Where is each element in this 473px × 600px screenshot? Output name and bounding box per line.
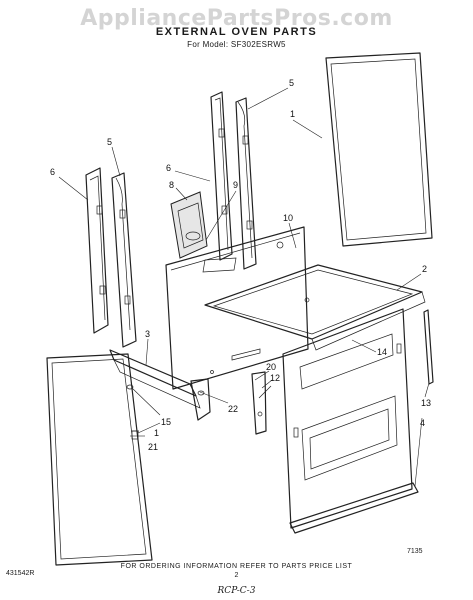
latch-bracket xyxy=(251,371,272,435)
callout-labels: 1 2 3 4 5 5 6 6 8 9 10 12 13 14 15 20 21… xyxy=(50,78,431,452)
small-hardware xyxy=(126,384,139,440)
front-frame xyxy=(282,308,413,529)
callout-15: 15 xyxy=(161,417,171,427)
callout-6-left: 6 xyxy=(50,167,55,177)
center-support xyxy=(190,378,211,421)
callout-3: 3 xyxy=(145,329,150,339)
callout-21: 21 xyxy=(148,442,158,452)
figure-code: 7135 xyxy=(407,548,423,555)
gasket-frame-lower xyxy=(46,353,153,566)
model-label: For Model: SF302ESRW5 xyxy=(187,40,286,49)
callout-13: 13 xyxy=(421,398,431,408)
watermark: AppliancePartsPros.com xyxy=(80,6,393,31)
callout-5-right: 5 xyxy=(289,78,294,88)
callout-10: 10 xyxy=(283,213,293,223)
document-code: 431542R xyxy=(6,570,35,577)
callout-6-right: 6 xyxy=(166,163,171,173)
callout-1-lower: 1 xyxy=(154,428,159,438)
callout-12: 12 xyxy=(270,373,280,383)
oven-bottom xyxy=(204,264,426,351)
callout-5-left: 5 xyxy=(107,137,112,147)
right-side-rail xyxy=(210,91,257,270)
left-side-rail xyxy=(85,167,137,348)
rear-panel xyxy=(165,226,309,390)
bracket-part xyxy=(170,191,237,273)
callout-14: 14 xyxy=(377,347,387,357)
callout-20: 20 xyxy=(266,362,276,372)
callout-2: 2 xyxy=(422,264,427,274)
bottom-rail xyxy=(109,349,201,409)
diagram-title: EXTERNAL OVEN PARTS xyxy=(155,26,318,38)
callout-9: 9 xyxy=(233,180,238,190)
callout-1-upper: 1 xyxy=(290,109,295,119)
callout-22: 22 xyxy=(228,404,238,414)
lower-trim xyxy=(289,482,419,534)
ordering-note: FOR ORDERING INFORMATION REFER TO PARTS … xyxy=(120,563,353,570)
gasket-frame-upper xyxy=(325,52,433,247)
side-trim-strip xyxy=(423,309,434,385)
callout-4: 4 xyxy=(420,418,425,428)
leader-lines xyxy=(58,87,430,487)
handwritten-note: RCP-C-3 xyxy=(217,586,256,596)
callout-8: 8 xyxy=(169,180,174,190)
page-number: 2 xyxy=(234,572,239,579)
